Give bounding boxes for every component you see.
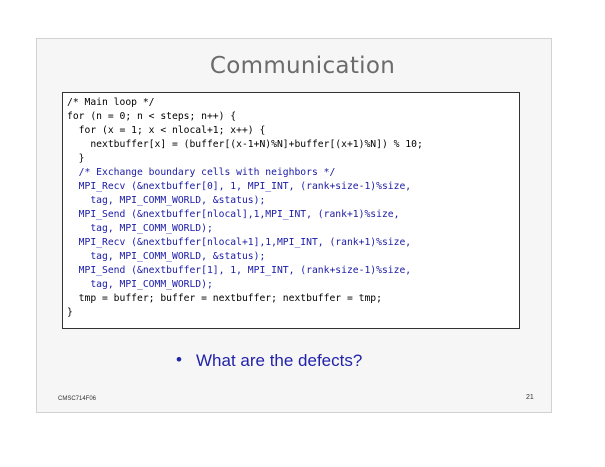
page-number: 21 [526,394,534,401]
code-line: MPI_Recv (&nextbuffer[nlocal+1],1,MPI_IN… [67,237,412,248]
code-line: MPI_Recv (&nextbuffer[0], 1, MPI_INT, (r… [67,181,412,192]
code-line: nextbuffer[x] = (buffer[(x-1+N)%N]+buffe… [67,139,423,150]
code-line: MPI_Send (&nextbuffer[nlocal],1,MPI_INT,… [67,209,400,220]
code-line: tag, MPI_COMM_WORLD, &status); [67,251,266,262]
code-line: for (x = 1; x < nlocal+1; x++) { [67,125,266,136]
slide-title: Communication [209,53,396,79]
code-listing: /* Main loop */ for (n = 0; n < steps; n… [62,92,520,329]
bullet-marker: • [176,350,182,369]
code-line: MPI_Send (&nextbuffer[1], 1, MPI_INT, (r… [67,265,412,276]
code-line: /* Main loop */ [67,97,155,108]
code-line: tmp = buffer; buffer = nextbuffer; nextb… [67,293,382,304]
footer-course-label: CMSC714F06 [58,396,97,402]
code-line: } [67,153,85,164]
code-line: } [67,307,73,318]
code-line: tag, MPI_COMM_WORLD, &status); [67,195,266,206]
code-line: for (n = 0; n < steps; n++) { [67,111,237,122]
bullet-text: What are the defects? [196,351,363,370]
code-comment: /* Exchange boundary cells with neighbor… [67,167,336,178]
code-line: tag, MPI_COMM_WORLD); [67,223,213,234]
code-line: tag, MPI_COMM_WORLD); [67,279,213,290]
